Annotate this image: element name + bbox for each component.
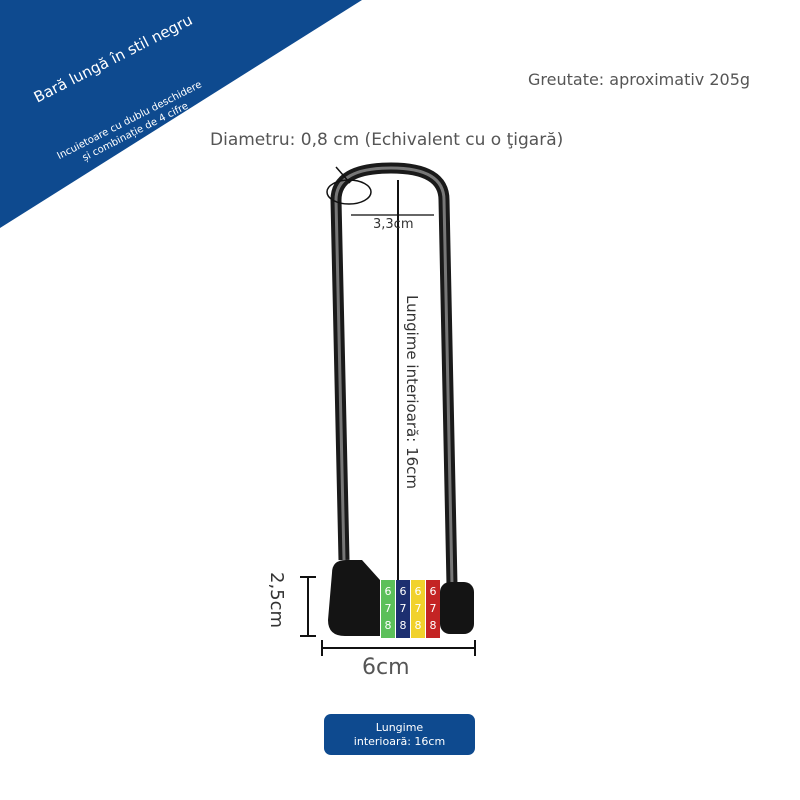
body-width-label: 6cm xyxy=(362,655,410,680)
weight-label: Greutate: aproximativ 205g xyxy=(528,70,751,89)
svg-text:7: 7 xyxy=(400,602,407,615)
svg-text:6: 6 xyxy=(385,585,392,598)
inner-length-badge: Lungime interioară: 16cm xyxy=(324,714,475,755)
shackle-width-label: 3,3cm xyxy=(373,217,414,232)
inner-length-label: Lungime interioară: 16cm xyxy=(403,295,421,490)
svg-text:8: 8 xyxy=(415,619,422,632)
body-height-label: 2,5cm xyxy=(266,572,287,629)
svg-text:7: 7 xyxy=(415,602,422,615)
svg-text:7: 7 xyxy=(385,602,392,615)
svg-text:8: 8 xyxy=(385,619,392,632)
diameter-label: Diametru: 0,8 cm (Echivalent cu o ţigară… xyxy=(210,130,564,150)
svg-text:6: 6 xyxy=(430,585,437,598)
svg-text:6: 6 xyxy=(415,585,422,598)
combination-dials: 678 678 678 678 xyxy=(381,580,440,638)
svg-text:8: 8 xyxy=(400,619,407,632)
svg-text:7: 7 xyxy=(430,602,437,615)
svg-text:8: 8 xyxy=(430,619,437,632)
svg-text:6: 6 xyxy=(400,585,407,598)
